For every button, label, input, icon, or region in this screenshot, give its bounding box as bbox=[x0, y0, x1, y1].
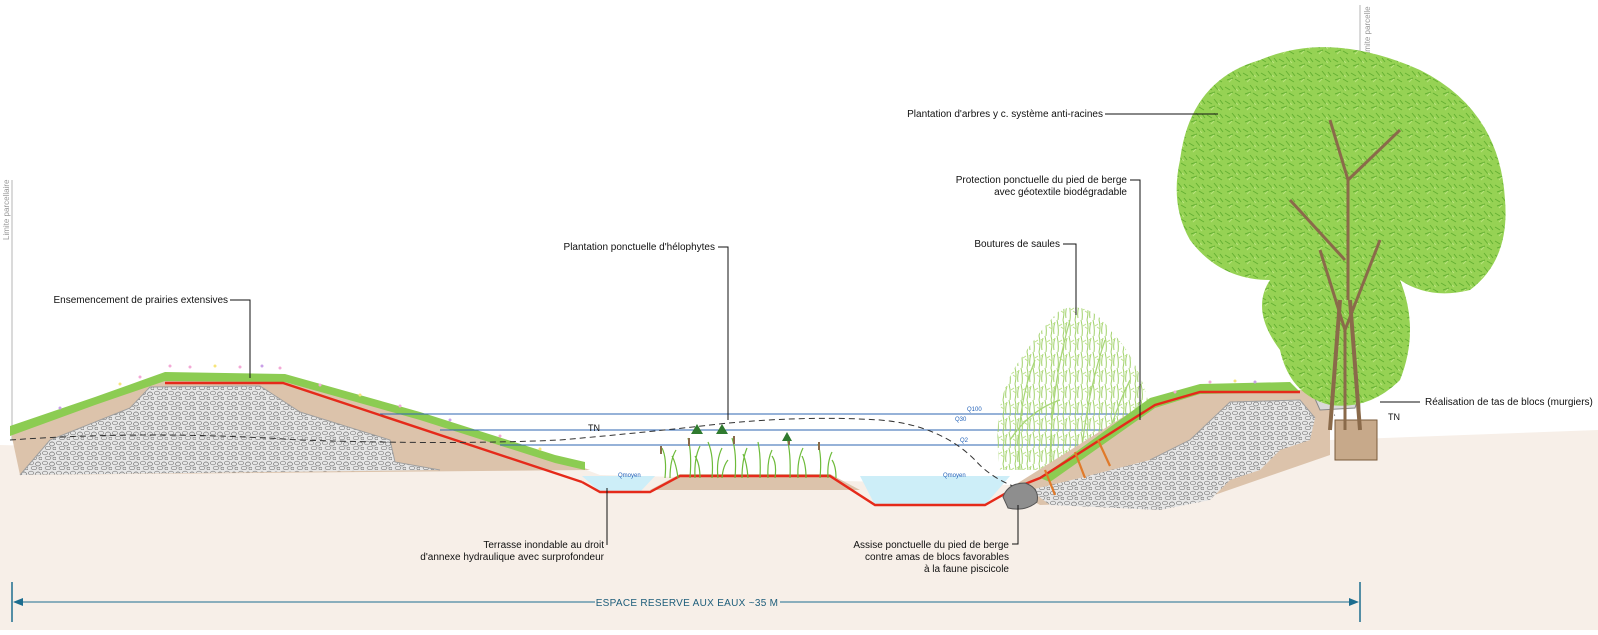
toe-boulder bbox=[1002, 482, 1038, 510]
annotation-protection-2: avec géotextile biodégradable bbox=[994, 187, 1127, 198]
left-pool-water bbox=[582, 476, 655, 492]
annotation-protection-1: Protection ponctuelle du pied de berge bbox=[956, 175, 1128, 186]
limite-left-label: Limite parcellaire bbox=[2, 179, 11, 240]
qmoyen-right-label: Qmoyen bbox=[943, 473, 966, 479]
right-pool-water bbox=[860, 476, 1010, 505]
tree bbox=[1176, 47, 1506, 431]
annotation-murgiers: Réalisation de tas de blocs (murgiers) bbox=[1425, 397, 1593, 408]
left-flowers bbox=[58, 364, 542, 451]
annotation-prairie: Ensemencement de prairies extensives bbox=[53, 295, 228, 306]
q30-label: Q30 bbox=[955, 417, 967, 423]
annotations: Ensemencement de prairies extensives Pla… bbox=[53, 109, 1592, 575]
annotation-terrasse-2: d'annexe hydraulique avec surprofondeur bbox=[420, 552, 604, 563]
water-level-labels: Q100 Q30 Q2 Qmoyen Qmoyen bbox=[618, 407, 982, 479]
annotation-arbres: Plantation d'arbres y c. système anti-ra… bbox=[907, 109, 1103, 120]
leader-lines bbox=[230, 113, 1420, 545]
anti-root-box bbox=[1334, 419, 1378, 461]
channel-liner bbox=[581, 474, 1016, 507]
dimension-line: ESPACE RESERVE AUX EAUX ~35 M bbox=[11, 582, 1361, 622]
q100-label: Q100 bbox=[967, 407, 982, 413]
annotation-assise-1: Assise ponctuelle du pied de berge bbox=[853, 540, 1009, 551]
annotation-terrasse-1: Terrasse inondable au droit bbox=[483, 540, 604, 551]
annotation-assise-3: à la faune piscicole bbox=[924, 564, 1009, 575]
annotation-helophytes: Plantation ponctuelle d'hélophytes bbox=[564, 242, 715, 253]
left-liner bbox=[165, 381, 583, 484]
channel bbox=[581, 474, 1016, 507]
dimension-label: ESPACE RESERVE AUX EAUX ~35 M bbox=[596, 598, 779, 609]
right-liner bbox=[1014, 390, 1300, 490]
helophyte-conifers bbox=[691, 424, 792, 441]
q2-label: Q2 bbox=[960, 438, 969, 444]
tn-right-label: TN bbox=[1388, 412, 1400, 422]
left-embankment bbox=[10, 364, 590, 484]
annotation-assise-2: contre amas de blocs favorables bbox=[865, 552, 1009, 563]
limite-right-label: Limite parcelle bbox=[1363, 6, 1372, 58]
right-flowers bbox=[1173, 379, 1257, 394]
bank-stakes bbox=[1043, 439, 1111, 496]
helophyte-plants bbox=[661, 437, 837, 479]
limite-left-marker: Limite parcellaire bbox=[2, 179, 13, 440]
qmoyen-left-label: Qmoyen bbox=[618, 473, 641, 479]
annotation-boutures: Boutures de saules bbox=[974, 239, 1060, 250]
tn-left-label: TN bbox=[588, 423, 600, 433]
